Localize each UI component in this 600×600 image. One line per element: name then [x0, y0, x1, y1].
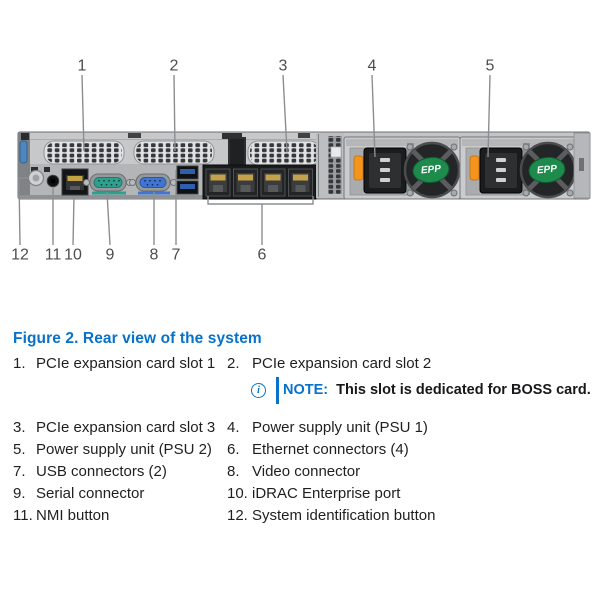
- callout-4: 4: [368, 58, 377, 75]
- service-label: [330, 146, 342, 158]
- note-text: This slot is dedicated for BOSS card.: [336, 382, 591, 398]
- callout-3: 3: [279, 58, 288, 75]
- legend-label: PCIe expansion card slot 3: [36, 419, 216, 436]
- legend-label: Video connector: [252, 463, 361, 480]
- note-line: NOTE: This slot is dedicated for BOSS ca…: [283, 382, 591, 398]
- mid-panel: [316, 133, 344, 198]
- legend-label: Power supply unit (PSU 1): [252, 419, 428, 436]
- legend-num: 1.: [13, 355, 26, 372]
- legend-num: 5.: [13, 441, 26, 458]
- callout-7: 7: [172, 247, 181, 264]
- nmi-button: [46, 174, 60, 188]
- legend-num: 11.: [13, 507, 33, 524]
- callout-12: 12: [11, 247, 29, 264]
- legend-label: PCIe expansion card slot 1: [36, 355, 216, 372]
- callout-9: 9: [106, 247, 115, 264]
- legend-num: 6.: [227, 441, 240, 458]
- legend-label: Power supply unit (PSU 2): [36, 441, 212, 458]
- legend-num: 7.: [13, 463, 26, 480]
- legend-label: USB connectors (2): [36, 463, 167, 480]
- slot-divider-inner: [230, 139, 244, 165]
- callout-numbers: 1 2 3 4 5 12 11 10 9 8 7 6: [11, 58, 494, 264]
- callout-6: 6: [258, 247, 267, 264]
- callout-1: 1: [78, 58, 87, 75]
- legend-row: 11. NMI button 12. System identification…: [0, 507, 600, 525]
- callout-5: 5: [486, 58, 495, 75]
- legend-row: 3. PCIe expansion card slot 3 4. Power s…: [0, 419, 600, 437]
- legend-num: 8.: [227, 463, 240, 480]
- callout-10: 10: [64, 247, 82, 264]
- callout-lines: [18, 74, 491, 246]
- callout-2: 2: [170, 58, 179, 75]
- pcie-slot-2-vent: [133, 140, 215, 165]
- callout-8: 8: [150, 247, 159, 264]
- legend-label: System identification button: [252, 507, 436, 524]
- legend-num: 2.: [227, 355, 240, 372]
- usb-connectors: [176, 165, 199, 195]
- io-detail: [44, 167, 50, 172]
- note-label: NOTE:: [283, 382, 329, 398]
- pcie-slot-1-vent: [43, 140, 125, 165]
- legend-num: 12.: [227, 507, 248, 524]
- io-detail: [31, 167, 38, 173]
- psu-2-epp-badge: EPP: [528, 156, 566, 184]
- legend-num: 4.: [227, 419, 240, 436]
- legend-row: 9. Serial connector 10. iDRAC Enterprise…: [0, 485, 600, 503]
- legend-row: 5. Power supply unit (PSU 2) 6. Ethernet…: [0, 441, 600, 459]
- legend-num: 10.: [227, 485, 248, 502]
- legend-num: 9.: [13, 485, 26, 502]
- legend-label: Serial connector: [36, 485, 145, 502]
- end-cap-slot: [579, 158, 584, 171]
- note-divider: [276, 377, 279, 404]
- legend-label: PCIe expansion card slot 2: [252, 355, 432, 372]
- info-icon: i: [251, 383, 266, 398]
- svg-text:EPP: EPP: [536, 163, 557, 176]
- release-latch: [19, 140, 28, 164]
- legend-label: NMI button: [36, 507, 110, 524]
- legend-row: 7. USB connectors (2) 8. Video connector: [0, 463, 600, 481]
- callout-11: 11: [45, 247, 62, 264]
- legend-label: iDRAC Enterprise port: [252, 485, 401, 502]
- svg-text:EPP: EPP: [420, 163, 441, 176]
- legend-row: 1. PCIe expansion card slot 1 2. PCIe ex…: [0, 355, 600, 373]
- psu-1-epp-badge: EPP: [412, 156, 450, 184]
- system-id-button: [27, 169, 45, 187]
- rear-view-diagram: EPP EPP 1 2 3 4 5 12 11 10 9 8 7 6: [11, 58, 591, 264]
- figure-caption: Figure 2. Rear view of the system: [13, 330, 262, 347]
- pcie-slot-3-vent: [247, 140, 321, 166]
- idrac-port: [61, 168, 89, 196]
- legend-label: Ethernet connectors (4): [252, 441, 409, 458]
- legend-num: 3.: [13, 419, 26, 436]
